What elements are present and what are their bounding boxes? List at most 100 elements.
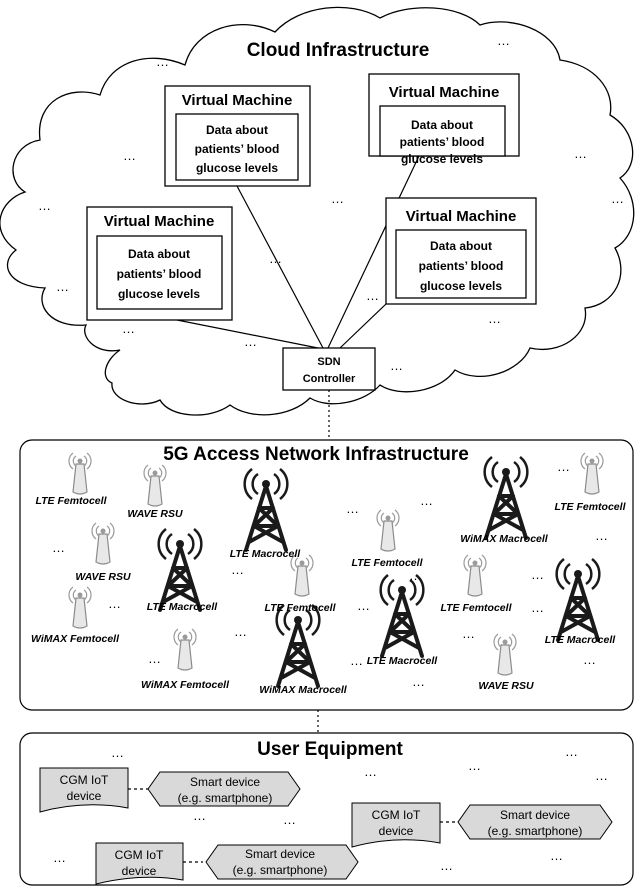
ellipsis: … xyxy=(269,251,282,266)
label-lte-femtocell: LTE Femtocell xyxy=(352,557,424,569)
cgm-label-line-1: CGM IoT xyxy=(115,848,164,862)
vm-title: Virtual Machine xyxy=(104,213,215,230)
label-lte-macrocell: LTE Macrocell xyxy=(545,634,616,646)
ellipsis: … xyxy=(364,764,377,779)
vm-data-line-3: glucose levels xyxy=(196,161,278,175)
label-wimax-macrocell: WiMAX Macrocell xyxy=(259,684,348,696)
smart-label-line-2: (e.g. smartphone) xyxy=(488,824,583,838)
ellipsis: … xyxy=(595,528,608,543)
smart-label-line-1: Smart device xyxy=(190,775,260,789)
smart-device-shape xyxy=(205,844,359,880)
cgm-label-line-1: CGM IoT xyxy=(372,808,421,822)
vm-title: Virtual Machine xyxy=(182,92,293,109)
label-wimax-femtocell: WiMAX Femtocell xyxy=(31,633,120,645)
ellipsis: … xyxy=(574,146,587,161)
cgm-label-line-1: CGM IoT xyxy=(60,773,109,787)
vm-data-line-3: glucose levels xyxy=(420,279,502,293)
virtual-machine-2: Virtual Machine Data about patients’ blo… xyxy=(368,73,520,166)
cgm-label-line-2: device xyxy=(379,824,414,838)
ellipsis: … xyxy=(350,653,363,668)
ellipsis: … xyxy=(497,33,510,48)
virtual-machine-1: Virtual Machine Data about patients’ blo… xyxy=(164,85,311,187)
vm-data-line-1: Data about xyxy=(430,239,492,253)
cloud-title: Cloud Infrastructure xyxy=(247,40,430,61)
cgm-label-line-2: device xyxy=(67,789,102,803)
ellipsis: … xyxy=(122,321,135,336)
ellipsis: … xyxy=(583,652,596,667)
label-wimax-macrocell: WiMAX Macrocell xyxy=(460,533,549,545)
access-ellipses: … … … … … … … … … … … … … … … … … xyxy=(52,459,608,689)
sdn-label-line-1: SDN xyxy=(317,356,340,368)
label-lte-macrocell: LTE Macrocell xyxy=(367,655,438,667)
label-lte-macrocell: LTE Macrocell xyxy=(147,601,218,613)
ellipsis: … xyxy=(440,858,453,873)
label-lte-femtocell: LTE Femtocell xyxy=(36,495,108,507)
ellipsis: … xyxy=(52,540,65,555)
sdn-label-line-2: Controller xyxy=(303,373,356,385)
ue-ellipses: … … … … … … … … … … xyxy=(53,744,608,873)
sdn-controller: SDN Controller xyxy=(282,347,376,391)
cloud-infrastructure: Cloud Infrastructure Virtual Machine Dat… xyxy=(0,6,635,416)
vm-data-line-2: patients’ blood xyxy=(419,259,504,273)
cgm-device-shape xyxy=(351,802,441,848)
ue-title: User Equipment xyxy=(257,739,403,760)
smart-label-line-1: Smart device xyxy=(500,808,570,822)
vm-data-line-3: glucose levels xyxy=(401,152,483,166)
smart-device-shape xyxy=(457,804,613,840)
cgm-device-shape xyxy=(95,842,184,885)
smart-label-line-1: Smart device xyxy=(245,847,315,861)
vm-data-line-2: patients’ blood xyxy=(117,267,202,281)
vm-data-line-1: Data about xyxy=(206,123,268,137)
ellipsis: … xyxy=(331,191,344,206)
ellipsis: … xyxy=(234,624,247,639)
smart-device-shape xyxy=(147,771,301,807)
user-equipment-panel: User Equipment CGM IoT device Smart devi… xyxy=(19,732,634,886)
ellipsis: … xyxy=(56,279,69,294)
ellipsis: … xyxy=(193,808,206,823)
ellipsis: … xyxy=(366,288,379,303)
vm-data-line-3: glucose levels xyxy=(118,287,200,301)
smart-label-line-2: (e.g. smartphone) xyxy=(233,863,328,877)
cloud-ellipses: … … … … … … … … … … … … … … xyxy=(38,33,624,373)
label-wimax-femtocell: WiMAX Femtocell xyxy=(141,679,230,691)
cgm-device-shape xyxy=(39,767,129,813)
ellipsis: … xyxy=(412,674,425,689)
access-title: 5G Access Network Infrastructure xyxy=(163,444,469,465)
ellipsis: … xyxy=(357,598,370,613)
ellipsis: … xyxy=(462,626,475,641)
ellipsis: … xyxy=(409,568,422,583)
label-lte-femtocell: LTE Femtocell xyxy=(265,602,337,614)
access-network-panel: 5G Access Network Infrastructure LTE Fem… xyxy=(19,439,634,711)
ellipsis: … xyxy=(531,600,544,615)
ellipsis: … xyxy=(420,493,433,508)
ellipsis: … xyxy=(565,744,578,759)
ellipsis: … xyxy=(38,198,51,213)
label-wave-rsu: WAVE RSU xyxy=(127,508,183,520)
cgm-label-line-2: device xyxy=(122,864,157,878)
virtual-machine-3: Virtual Machine Data about patients’ blo… xyxy=(86,206,233,321)
vm-data-line-2: patients’ blood xyxy=(400,135,485,149)
ellipsis: … xyxy=(148,651,161,666)
vm-data-line-2: patients’ blood xyxy=(195,142,280,156)
ellipsis: … xyxy=(611,191,624,206)
ellipsis: … xyxy=(595,768,608,783)
ellipsis: … xyxy=(531,567,544,582)
ellipsis: … xyxy=(244,334,257,349)
ellipsis: … xyxy=(346,501,359,516)
ue-pair-2: CGM IoT device Smart device (e.g. smartp… xyxy=(351,802,613,848)
ellipsis: … xyxy=(283,812,296,827)
label-lte-femtocell: LTE Femtocell xyxy=(441,602,513,614)
ellipsis: … xyxy=(557,459,570,474)
vm-data-line-1: Data about xyxy=(128,247,190,261)
label-lte-macrocell: LTE Macrocell xyxy=(230,548,301,560)
ellipsis: … xyxy=(156,54,169,69)
ellipsis: … xyxy=(488,311,501,326)
vm-data-line-1: Data about xyxy=(411,118,473,132)
label-lte-femtocell: LTE Femtocell xyxy=(555,501,627,513)
vm-title: Virtual Machine xyxy=(406,208,517,225)
label-wave-rsu: WAVE RSU xyxy=(478,680,534,692)
ellipsis: … xyxy=(468,758,481,773)
vm-title: Virtual Machine xyxy=(389,84,500,101)
smart-label-line-2: (e.g. smartphone) xyxy=(178,791,273,805)
virtual-machine-4: Virtual Machine Data about patients’ blo… xyxy=(385,197,537,305)
